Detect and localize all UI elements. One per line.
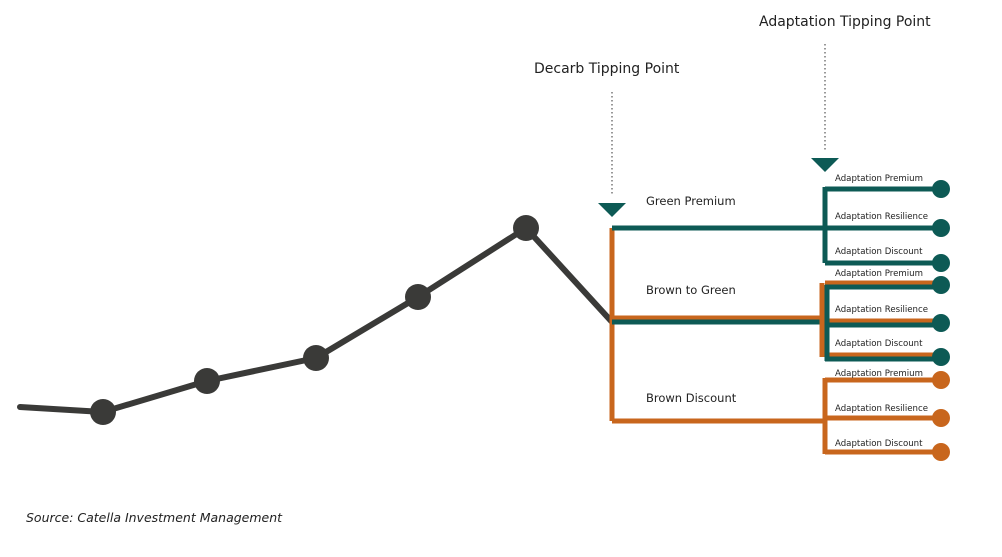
trend-nodes: [90, 215, 539, 425]
circle-node-icon: [932, 348, 950, 366]
decarb-triangle-marker-icon: [598, 203, 626, 217]
trend-node: [90, 399, 116, 425]
green-adaptation-fork: [822, 186, 941, 266]
transition-adaptation-premium-label: Adaptation Premium: [835, 269, 923, 279]
circle-node-icon: [932, 219, 950, 237]
adaptation-triangle-marker-icon: [811, 158, 839, 172]
transition-adaptation-discount-label: Adaptation Discount: [835, 339, 923, 349]
brown-adaptation-discount-label: Adaptation Discount: [835, 439, 923, 449]
circle-node-icon: [932, 254, 950, 272]
source-caption: Source: Catella Investment Management: [26, 510, 283, 525]
green-premium-label: Green Premium: [646, 194, 736, 208]
transition-adaptation-fork-green: [824, 284, 941, 362]
circle-node-icon: [932, 409, 950, 427]
trend-node: [194, 368, 220, 394]
transition-adaptation-fork-brown: [819, 280, 941, 358]
circle-node-icon: [932, 276, 950, 294]
trend-node: [513, 215, 539, 241]
brown-adaptation-fork: [822, 377, 941, 455]
transition-adaptation-nodes: [932, 276, 950, 366]
transition-adaptation-resilience-label: Adaptation Resilience: [835, 305, 928, 315]
brown-adaptation-premium-label: Adaptation Premium: [835, 369, 923, 379]
circle-node-icon: [932, 443, 950, 461]
decarb-tipping-point-label: Decarb Tipping Point: [534, 61, 680, 77]
adaptation-tipping-point-label: Adaptation Tipping Point: [759, 14, 931, 30]
circle-node-icon: [932, 371, 950, 389]
circle-node-icon: [932, 180, 950, 198]
brown-adaptation-resilience-label: Adaptation Resilience: [835, 404, 928, 414]
brown-discount-label: Brown Discount: [646, 391, 737, 405]
trend-node: [303, 345, 329, 371]
green-adaptation-premium-label: Adaptation Premium: [835, 174, 923, 184]
green-adaptation-discount-label: Adaptation Discount: [835, 247, 923, 257]
green-adaptation-nodes: [932, 180, 950, 272]
trend-line: [17, 225, 615, 415]
brown-adaptation-nodes: [932, 371, 950, 461]
trend-node: [405, 284, 431, 310]
brown-to-green-label: Brown to Green: [646, 283, 736, 297]
green-adaptation-resilience-label: Adaptation Resilience: [835, 212, 928, 222]
circle-node-icon: [932, 314, 950, 332]
